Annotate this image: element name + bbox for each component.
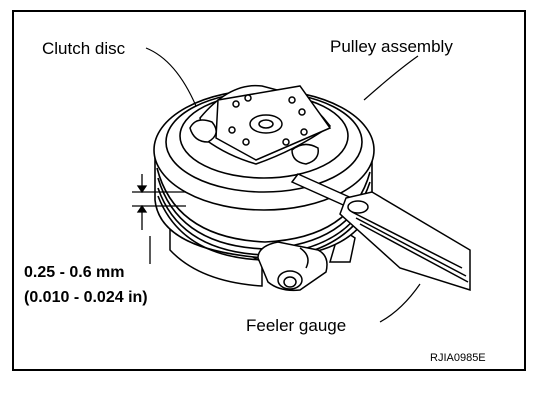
clearance-in-label: (0.010 - 0.024 in)	[24, 289, 148, 306]
pulley-assembly-label: Pulley assembly	[330, 37, 453, 56]
clearance-mm-label: 0.25 - 0.6 mm	[24, 264, 125, 281]
feeler-gauge	[290, 173, 471, 292]
leader-lines	[145, 47, 421, 323]
clutch-disc	[189, 84, 332, 165]
feeler-gauge-label: Feeler gauge	[246, 316, 346, 335]
clutch-disc-label: Clutch disc	[42, 39, 126, 58]
figure-code-label: RJIA0985E	[430, 352, 486, 364]
clearance-dimension	[132, 174, 186, 264]
body-connector	[257, 241, 328, 292]
